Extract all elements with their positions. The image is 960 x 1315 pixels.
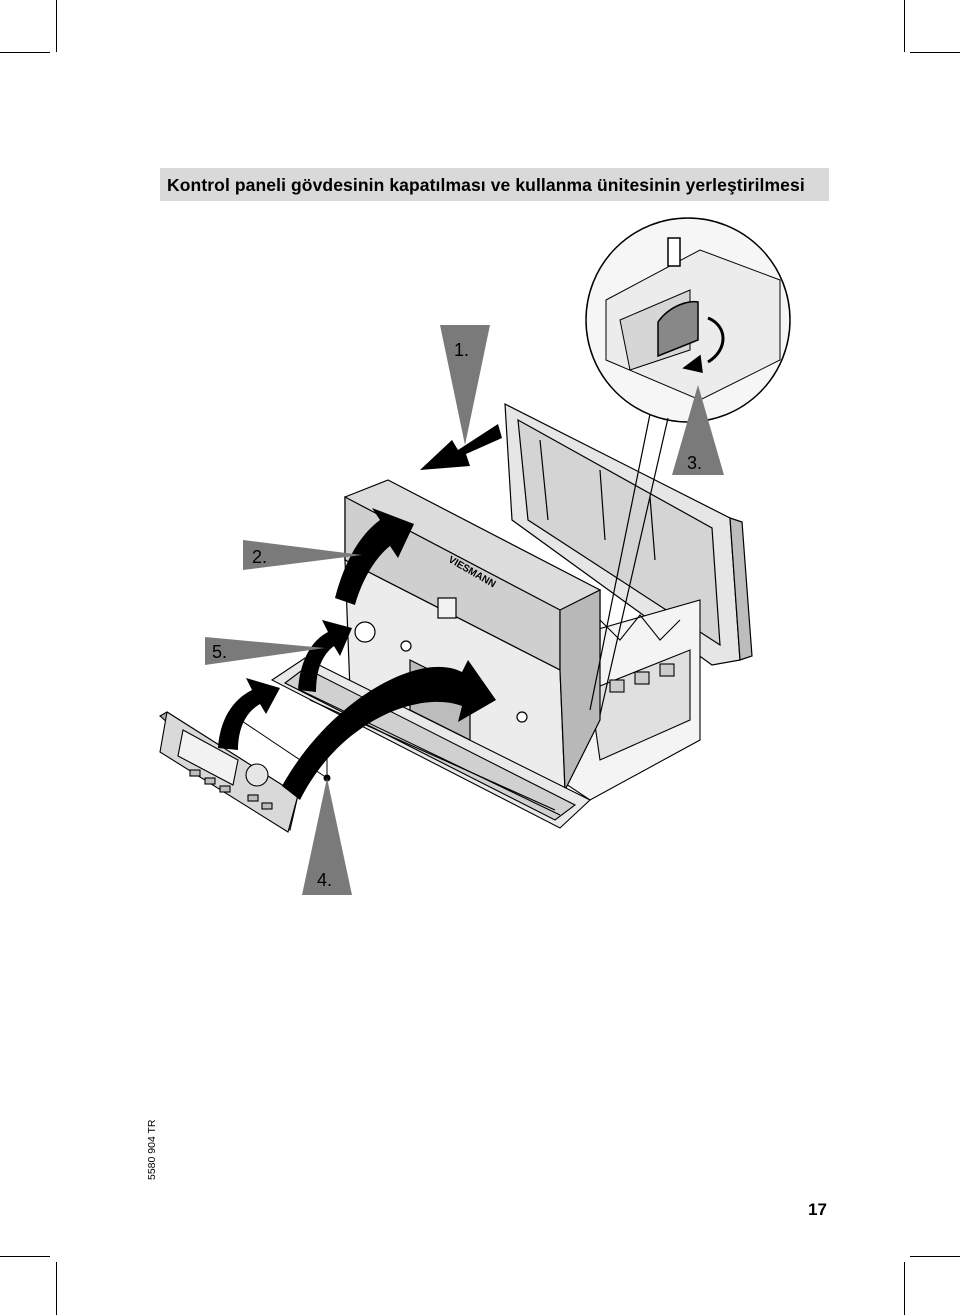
pointer-step1	[440, 325, 490, 445]
crop-mark-bottom-left-h	[0, 1256, 50, 1257]
housing-lid	[504, 402, 753, 666]
crop-mark-top-right-v	[904, 0, 905, 52]
pointer-step4	[302, 778, 352, 895]
step-label-5: 5.	[212, 642, 227, 662]
arrow-step2	[335, 508, 414, 605]
step-label-1: 1.	[454, 340, 469, 360]
operating-unit	[159, 711, 299, 833]
pointer-step3	[672, 385, 724, 475]
crop-mark-top-right-h	[910, 52, 960, 53]
arrow-step1	[420, 424, 502, 470]
crop-mark-top-left-v	[56, 0, 57, 52]
arrow-step5b	[218, 678, 280, 750]
page-number: 17	[808, 1200, 827, 1219]
arrows	[218, 424, 502, 800]
crop-mark-top-left-h	[0, 52, 50, 53]
crop-mark-bottom-right-h	[910, 1256, 960, 1257]
crop-mark-bottom-left-v	[56, 1262, 57, 1315]
step4-leader	[229, 712, 328, 779]
crop-mark-bottom-right-v	[904, 1262, 905, 1315]
step-pointers	[205, 325, 724, 895]
step-label-4: 4.	[317, 870, 332, 890]
document-code: 5580 904 TR	[146, 1119, 158, 1180]
detail-magnifier	[585, 217, 791, 716]
pointer-step5	[205, 637, 325, 665]
step-label-3: 3.	[687, 453, 702, 473]
section-title: Kontrol paneli gövdesinin kapatılması ve…	[160, 168, 829, 201]
arrow-step4	[282, 660, 496, 800]
step-label-2: 2.	[252, 547, 267, 567]
arrow-step5a	[298, 620, 352, 692]
pointer-step2	[243, 540, 362, 570]
